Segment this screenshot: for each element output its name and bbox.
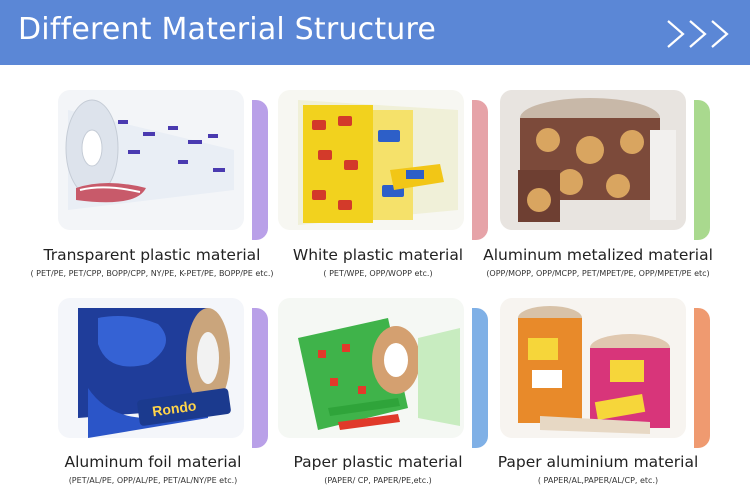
material-structure: (PAPER/ CP, PAPER/PE,etc.)	[324, 476, 432, 485]
card-accent	[252, 308, 268, 448]
material-title: Paper aluminium material	[497, 453, 699, 471]
card-accent	[694, 100, 710, 240]
transparent-roll-photo	[58, 90, 244, 230]
material-structure: ( PAPER/AL,PAPER/AL/CP, etc.)	[537, 476, 659, 485]
material-card-paper-aluminium	[500, 298, 710, 448]
card-accent	[472, 308, 488, 448]
paper-al-roll-photo	[500, 298, 686, 438]
material-card-transparent	[58, 90, 268, 240]
material-title: White plastic material	[292, 246, 464, 264]
double-chevron-right-icon[interactable]	[664, 18, 734, 50]
green-roll-photo	[278, 298, 464, 438]
card-accent	[694, 308, 710, 448]
blue-rondo-roll-photo: Rondo	[58, 298, 244, 438]
material-card-aluminum-metalized	[500, 90, 710, 240]
material-card-paper-plastic	[278, 298, 488, 448]
material-title: Aluminum metalized material	[483, 246, 713, 264]
material-structure: ( PET/WPE, OPP/WOPP etc.)	[323, 269, 433, 278]
material-title: Transparent plastic material	[43, 246, 261, 264]
svg-text:Rondo: Rondo	[151, 397, 197, 419]
material-title: Aluminum foil material	[64, 453, 242, 471]
slimfit-roll-photo	[500, 90, 686, 230]
material-card-aluminum-foil: Rondo	[58, 298, 268, 448]
material-structure: ( PET/PE, PET/CPP, BOPP/CPP, NY/PE, K-PE…	[30, 269, 274, 278]
card-accent	[252, 100, 268, 240]
yellow-mini-roll-photo	[278, 90, 464, 230]
material-card-white-plastic	[278, 90, 488, 240]
material-title: Paper plastic material	[293, 453, 463, 471]
material-structure: (OPP/MOPP, OPP/MCPP, PET/MPET/PE, OPP/MP…	[486, 269, 710, 278]
page-title: Different Material Structure	[18, 12, 437, 47]
material-structure: (PET/AL/PE, OPP/AL/PE, PET/AL/NY/PE etc.…	[68, 476, 238, 485]
header-banner: Different Material Structure	[0, 0, 750, 65]
card-accent	[472, 100, 488, 240]
